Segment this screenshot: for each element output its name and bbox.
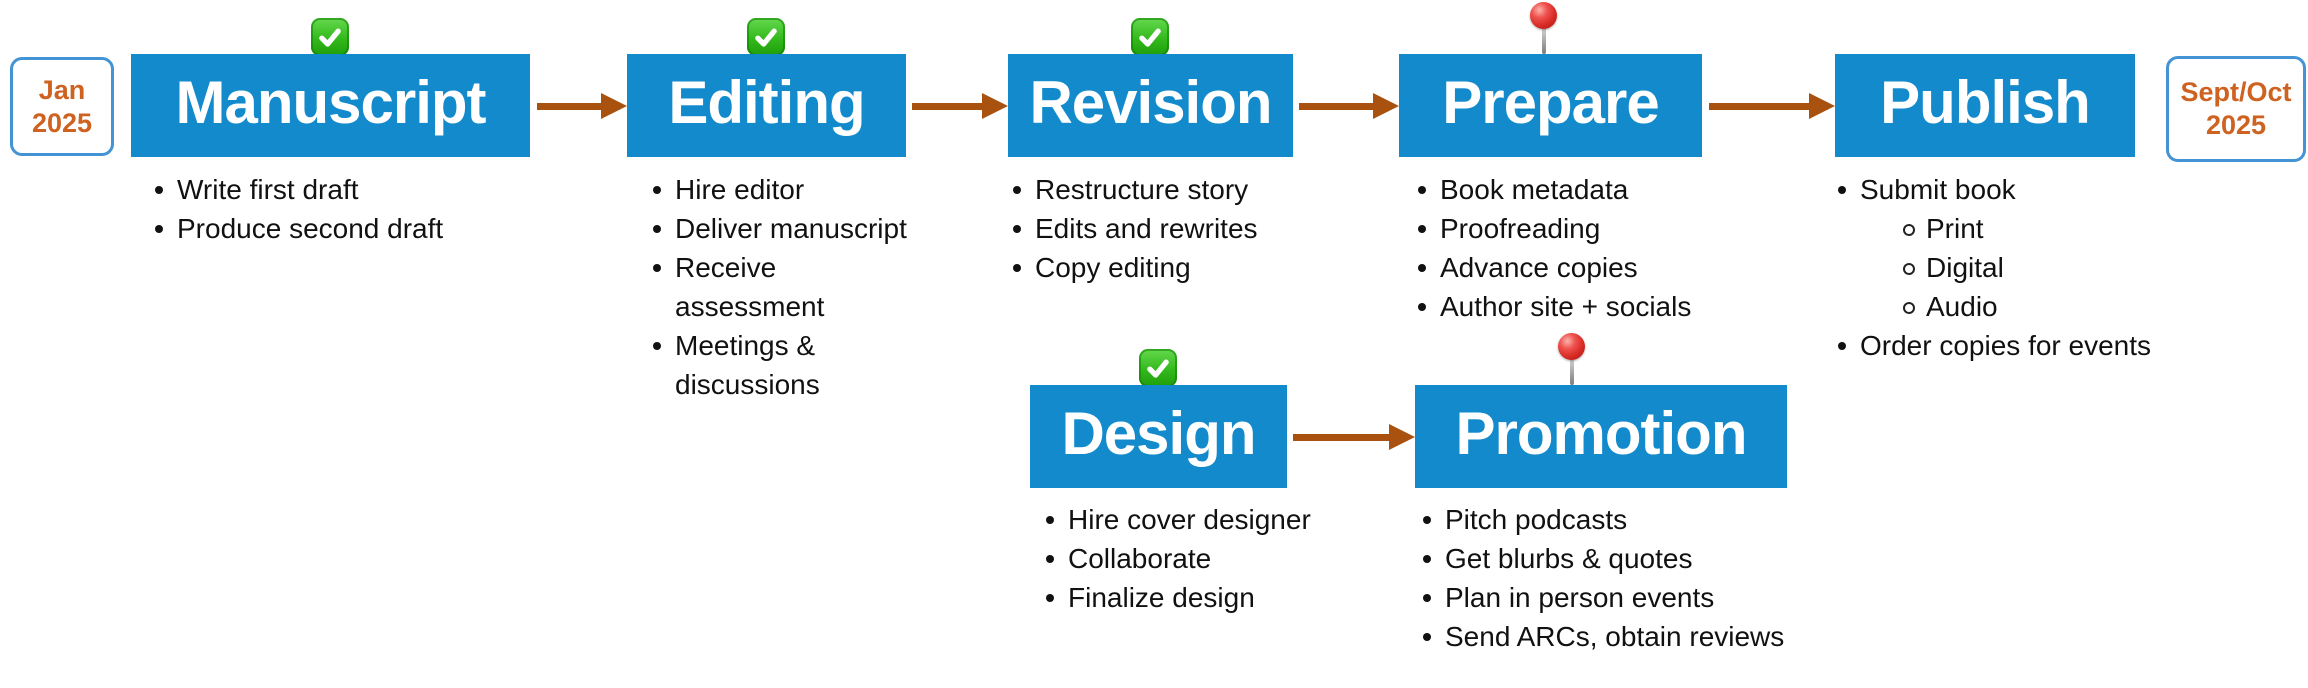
end-date-month: Sept/Oct [2180, 77, 2292, 107]
task-item: Receive assessment [651, 248, 923, 326]
task-item: Meetings & discussions [651, 326, 923, 404]
task-item: Get blurbs & quotes [1421, 539, 1801, 578]
stage-box-design[interactable]: Design [1030, 385, 1287, 488]
hollow-bullet-icon [1902, 287, 1926, 326]
stage-tasks-publish: Submit book Print Digital Audio Order co… [1836, 170, 2196, 365]
task-item: Hire cover designer [1044, 500, 1354, 539]
bullet-icon [1044, 578, 1068, 617]
task-item: Book metadata [1416, 170, 1736, 209]
task-item: Order copies for events [1836, 326, 2196, 365]
flow-arrow [537, 93, 627, 119]
check-icon [311, 18, 349, 56]
task-item: Deliver manuscript [651, 209, 923, 248]
task-item: Hire editor [651, 170, 923, 209]
task-item: Finalize design [1044, 578, 1354, 617]
check-icon [1139, 349, 1177, 387]
task-item: Proofreading [1416, 209, 1736, 248]
stage-box-editing[interactable]: Editing [627, 54, 906, 157]
task-item: Advance copies [1416, 248, 1736, 287]
stage-tasks-prepare: Book metadata Proofreading Advance copie… [1416, 170, 1736, 326]
flow-arrow [1709, 93, 1835, 119]
bullet-icon [1011, 248, 1035, 287]
task-item: Write first draft [153, 170, 493, 209]
stage-title: Publish [1880, 68, 2091, 136]
task-subitem: Print [1902, 209, 2196, 248]
stage-box-manuscript[interactable]: Manuscript [131, 54, 530, 157]
bullet-icon [1836, 170, 1860, 209]
check-icon [747, 18, 785, 56]
start-date-year: 2025 [31, 107, 93, 138]
bullet-icon [1421, 578, 1445, 617]
stage-title: Design [1061, 399, 1256, 467]
bullet-icon [1416, 209, 1440, 248]
stage-box-revision[interactable]: Revision [1008, 54, 1293, 157]
bullet-icon [1421, 617, 1445, 656]
bullet-icon [153, 209, 177, 248]
pushpin-icon [1557, 333, 1587, 385]
flow-arrow [1299, 93, 1399, 119]
stage-title: Editing [668, 68, 865, 136]
end-date-label: Sept/Oct 2025 [2166, 56, 2306, 162]
bullet-icon [1416, 287, 1440, 326]
task-item: Copy editing [1011, 248, 1311, 287]
bullet-icon [651, 248, 675, 287]
bullet-icon [1011, 209, 1035, 248]
stage-title: Prepare [1442, 68, 1659, 136]
pushpin-icon [1529, 2, 1559, 54]
flow-arrow [1293, 424, 1415, 450]
stage-tasks-promotion: Pitch podcasts Get blurbs & quotes Plan … [1421, 500, 1801, 656]
bullet-icon [1044, 539, 1068, 578]
bullet-icon [1421, 500, 1445, 539]
start-date-month: Jan [38, 74, 86, 105]
hollow-bullet-icon [1902, 248, 1926, 287]
stage-title: Revision [1029, 68, 1272, 136]
stage-title: Promotion [1455, 399, 1748, 467]
task-subitem: Audio [1902, 287, 2196, 326]
task-item: Collaborate [1044, 539, 1354, 578]
end-date-year: 2025 [2205, 110, 2267, 140]
task-item: Author site + socials [1416, 287, 1736, 326]
stage-title: Manuscript [175, 68, 486, 136]
stage-tasks-editing: Hire editor Deliver manuscript Receive a… [651, 170, 923, 404]
start-date-label: Jan 2025 [10, 57, 114, 156]
stage-box-publish[interactable]: Publish [1835, 54, 2135, 157]
bullet-icon [651, 170, 675, 209]
flow-arrow [912, 93, 1008, 119]
bullet-icon [1421, 539, 1445, 578]
stage-box-prepare[interactable]: Prepare [1399, 54, 1702, 157]
bullet-icon [651, 209, 675, 248]
task-item: Submit book [1836, 170, 2196, 209]
task-item: Produce second draft [153, 209, 493, 248]
bullet-icon [1836, 326, 1860, 365]
stage-tasks-revision: Restructure story Edits and rewrites Cop… [1011, 170, 1311, 287]
task-item: Pitch podcasts [1421, 500, 1801, 539]
task-item: Restructure story [1011, 170, 1311, 209]
bullet-icon [1044, 500, 1068, 539]
task-item: Edits and rewrites [1011, 209, 1311, 248]
hollow-bullet-icon [1902, 209, 1926, 248]
task-subitem: Digital [1902, 248, 2196, 287]
bullet-icon [1416, 170, 1440, 209]
task-item: Send ARCs, obtain reviews [1421, 617, 1801, 656]
bullet-icon [1011, 170, 1035, 209]
stage-tasks-manuscript: Write first draft Produce second draft [153, 170, 493, 248]
bullet-icon [1416, 248, 1440, 287]
bullet-icon [153, 170, 177, 209]
stage-tasks-design: Hire cover designer Collaborate Finalize… [1044, 500, 1354, 617]
stage-box-promotion[interactable]: Promotion [1415, 385, 1787, 488]
check-icon [1131, 18, 1169, 56]
task-item: Plan in person events [1421, 578, 1801, 617]
bullet-icon [651, 326, 675, 365]
